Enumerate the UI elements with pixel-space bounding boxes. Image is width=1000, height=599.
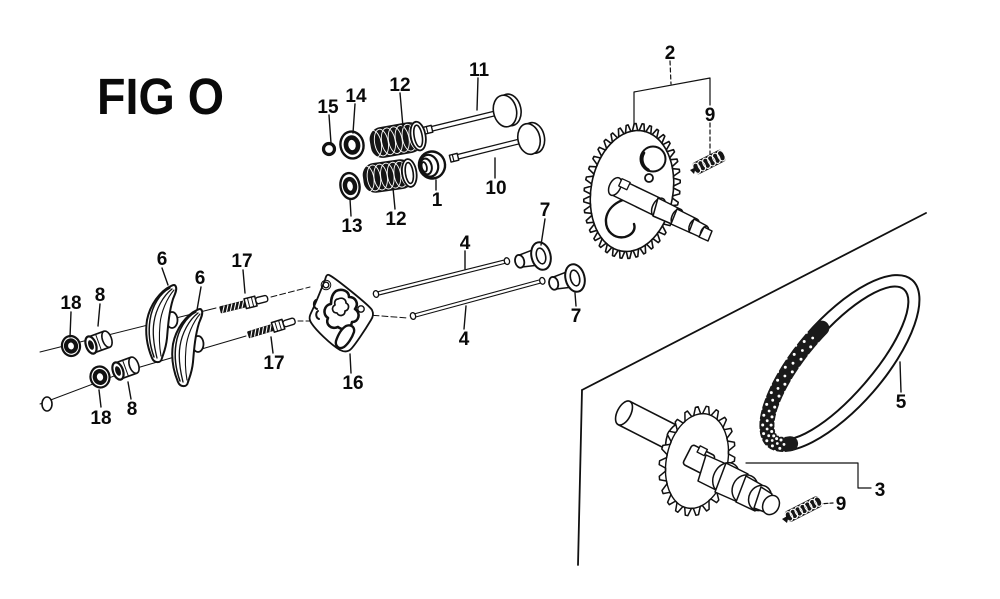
svg-text:3: 3 xyxy=(875,480,886,501)
svg-text:18: 18 xyxy=(60,293,81,314)
svg-text:15: 15 xyxy=(317,97,339,118)
svg-text:18: 18 xyxy=(90,408,111,429)
svg-text:16: 16 xyxy=(342,373,363,394)
svg-text:11: 11 xyxy=(469,60,490,81)
svg-text:9: 9 xyxy=(836,494,847,515)
svg-text:FIG O: FIG O xyxy=(97,68,224,125)
svg-text:8: 8 xyxy=(127,399,138,420)
svg-text:12: 12 xyxy=(385,209,406,230)
svg-text:1: 1 xyxy=(432,190,443,211)
svg-text:17: 17 xyxy=(231,251,252,272)
svg-text:14: 14 xyxy=(345,86,367,107)
svg-text:8: 8 xyxy=(95,285,106,306)
svg-text:6: 6 xyxy=(157,249,168,270)
svg-text:13: 13 xyxy=(341,216,362,237)
svg-text:7: 7 xyxy=(571,306,582,327)
svg-text:7: 7 xyxy=(540,200,551,221)
svg-text:2: 2 xyxy=(665,43,676,64)
svg-text:4: 4 xyxy=(459,329,470,350)
svg-text:4: 4 xyxy=(460,233,471,254)
svg-text:5: 5 xyxy=(896,392,907,413)
svg-text:6: 6 xyxy=(195,268,206,289)
svg-text:12: 12 xyxy=(389,75,410,96)
svg-text:9: 9 xyxy=(705,105,716,126)
svg-text:10: 10 xyxy=(485,178,506,199)
svg-text:17: 17 xyxy=(263,353,284,374)
